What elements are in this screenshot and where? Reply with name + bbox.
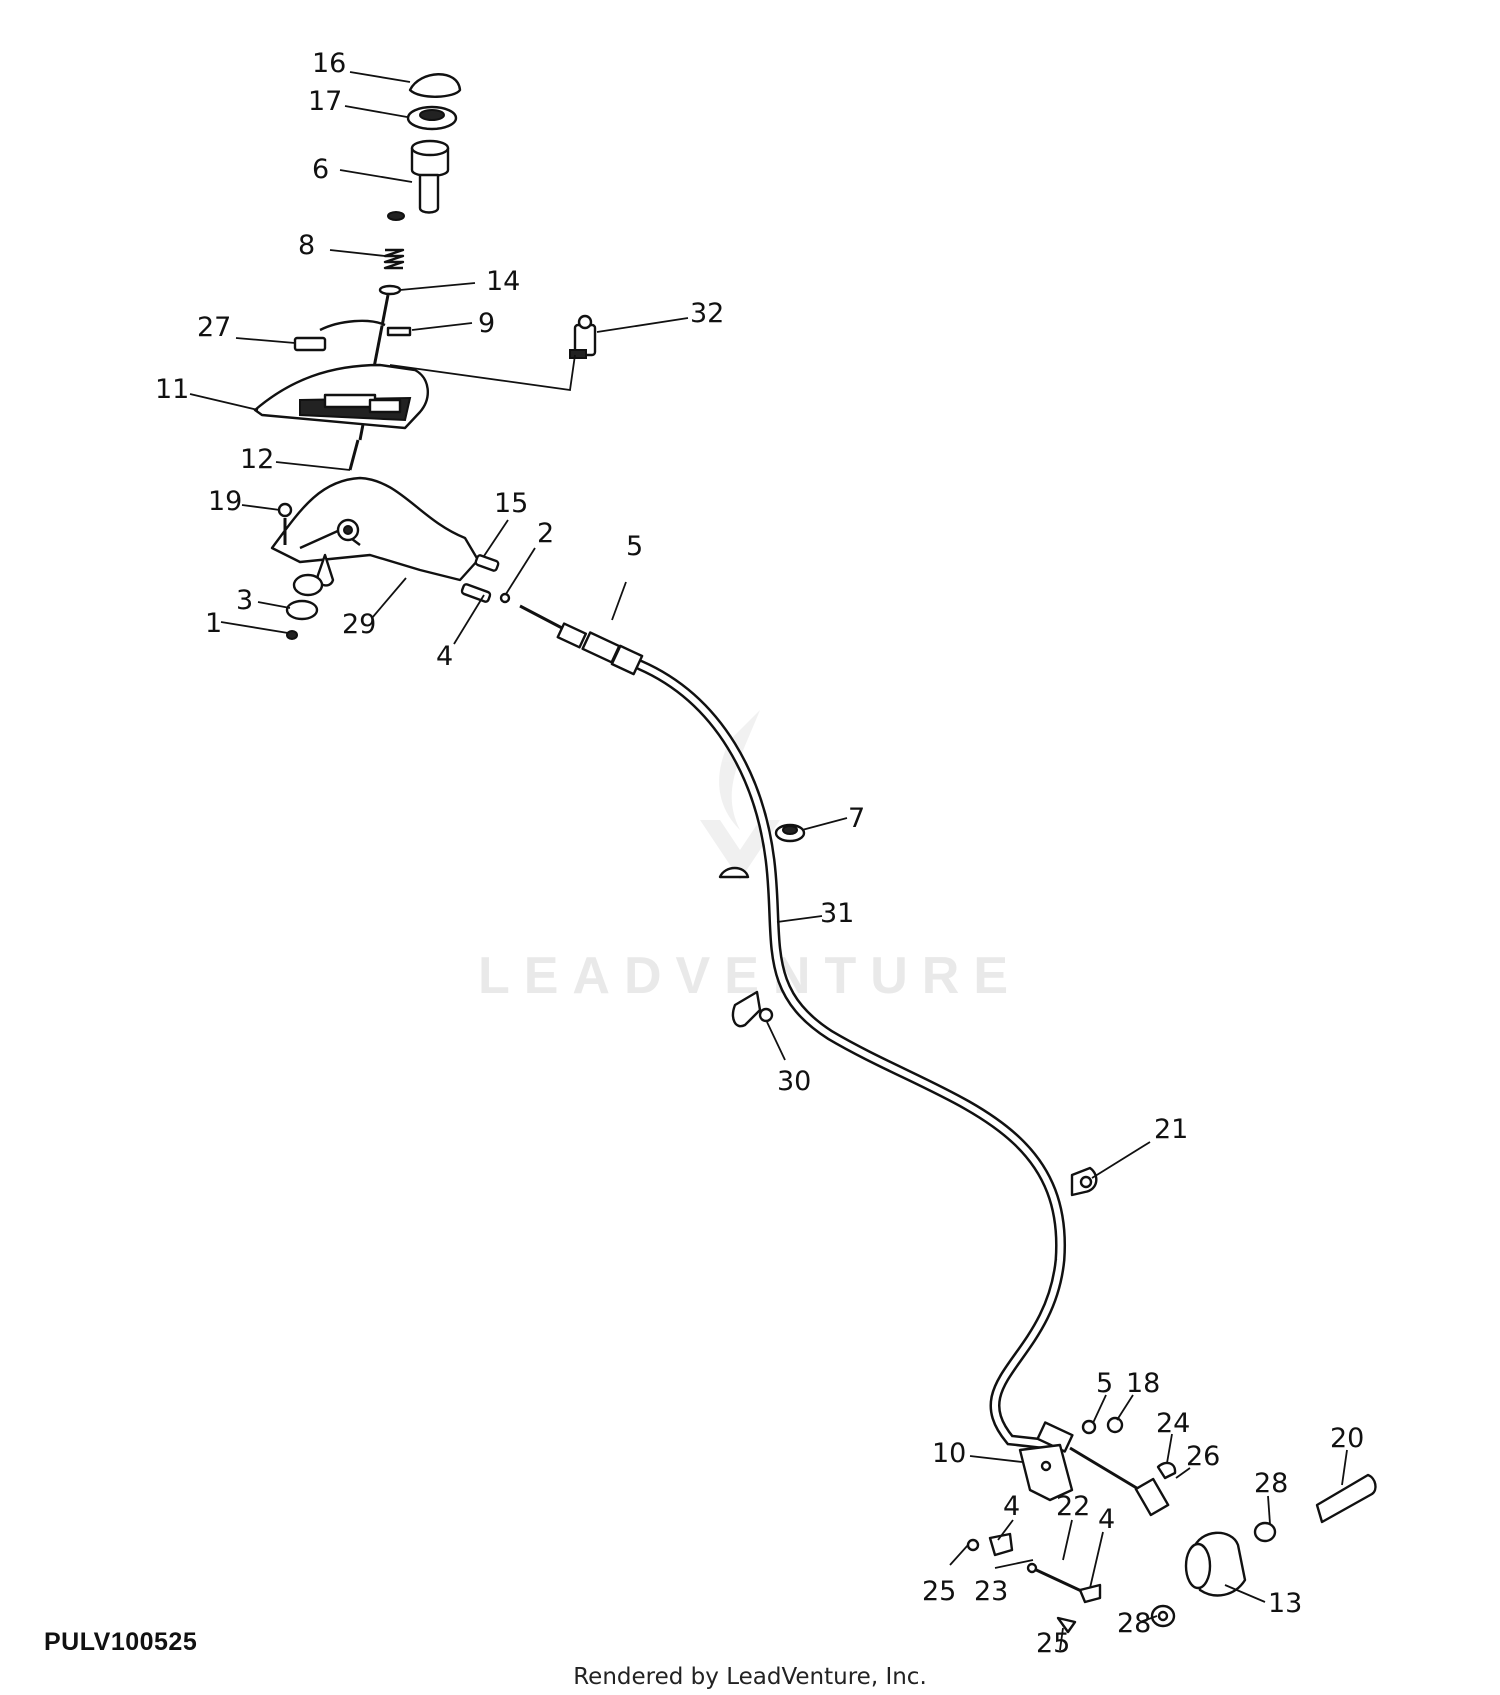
callout-31: 31 [820,898,854,929]
callout-26: 26 [1186,1441,1220,1472]
callout-27: 27 [197,312,231,343]
callout-20: 20 [1330,1423,1364,1454]
callout-4-upper: 4 [436,641,453,672]
callout-17: 17 [308,86,342,117]
callout-7: 7 [848,803,865,834]
callout-12: 12 [240,444,274,475]
callout-4-lower-right: 4 [1098,1504,1115,1535]
callout-1: 1 [205,608,222,639]
callout-25-right: 25 [1036,1628,1070,1659]
callout-32: 32 [690,298,724,329]
callout-23: 23 [974,1576,1008,1607]
render-credit: Rendered by LeadVenture, Inc. [573,1664,927,1690]
callout-21: 21 [1154,1114,1188,1145]
shift-knob-assembly [358,73,462,441]
callout-5-lower: 5 [1096,1368,1113,1399]
callout-13: 13 [1268,1588,1302,1619]
callout-5-upper: 5 [626,531,643,562]
callout-29: 29 [342,609,376,640]
callout-labels: 16 17 6 8 14 9 32 27 11 12 19 15 2 5 3 1… [155,48,1364,1659]
callout-11: 11 [155,374,189,405]
callout-14: 14 [486,266,520,297]
grommets [718,823,1098,1197]
leader-lines [189,71,1348,1651]
callout-9: 9 [478,308,495,339]
shift-cover [253,319,429,430]
callout-3: 3 [236,585,253,616]
callout-28-upper: 28 [1254,1468,1288,1499]
watermark-text: LEADVENTURE [477,947,1023,1005]
callout-24: 24 [1156,1408,1190,1439]
callout-16: 16 [312,48,346,79]
callout-10: 10 [932,1438,966,1469]
callout-25-left: 25 [922,1576,956,1607]
callout-4-lower-left: 4 [1003,1491,1020,1522]
callout-2: 2 [537,518,554,549]
callout-6: 6 [312,154,329,185]
callout-8: 8 [298,230,315,261]
callout-18: 18 [1126,1368,1160,1399]
callout-22: 22 [1056,1491,1090,1522]
figure-id: PULV100525 [44,1628,198,1656]
shift-cable [519,604,1170,1517]
watermark-logo [700,710,780,880]
switch-part [389,314,597,392]
callout-28-lower: 28 [1117,1608,1151,1639]
callout-19: 19 [208,486,242,517]
lower-linkage [966,1416,1377,1634]
shift-bracket [270,439,511,640]
callout-30: 30 [777,1066,811,1097]
callout-15: 15 [494,488,528,519]
